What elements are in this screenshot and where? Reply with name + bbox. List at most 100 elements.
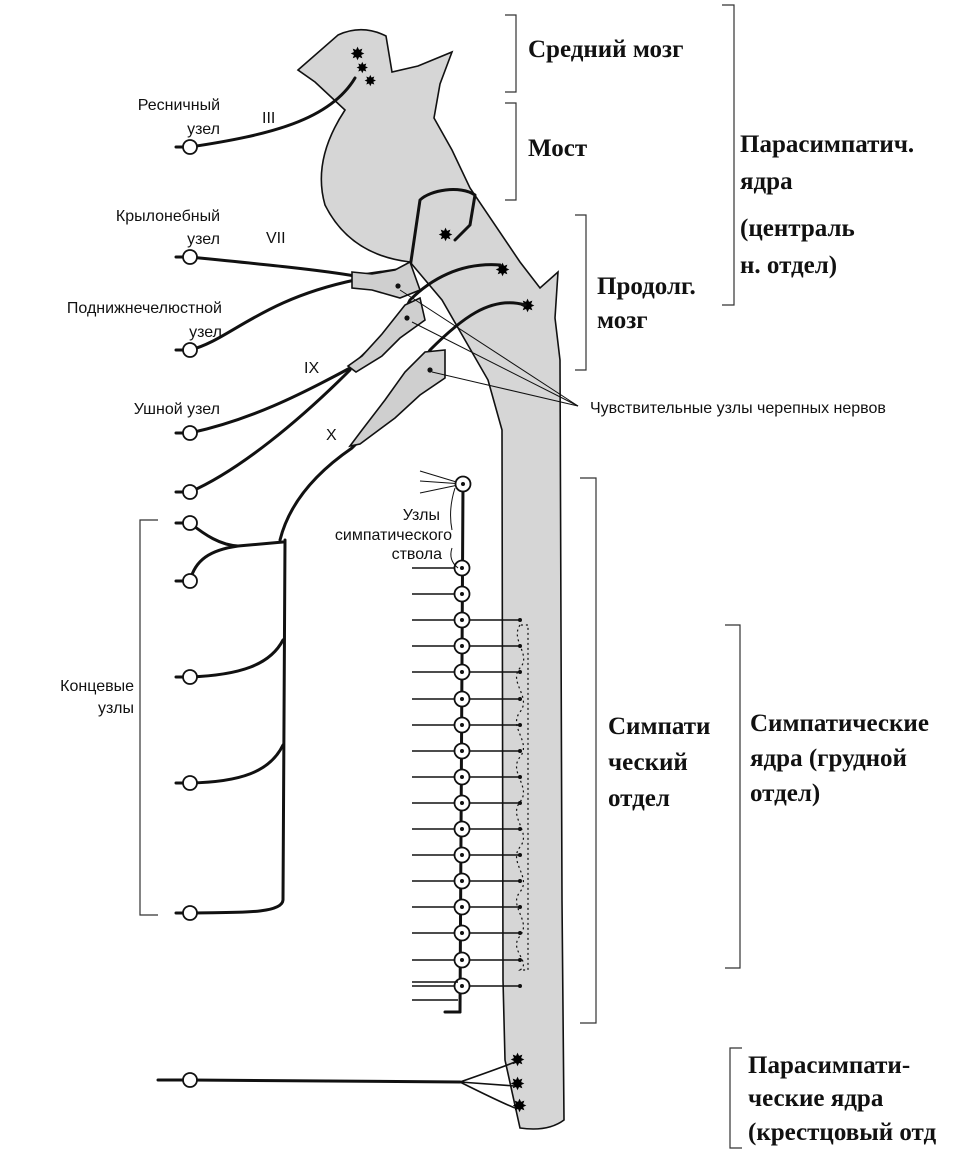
trunk-ganglion-dot (460, 958, 464, 962)
sacral-terminal-ganglion (158, 1073, 197, 1087)
bracket-parasym-central (722, 5, 734, 305)
nucleus-medulla-3: ✸ (520, 296, 535, 317)
peripheral-ganglia (158, 140, 197, 1087)
ganglion-IX-sensory (348, 298, 425, 372)
parasym-sacral-label-2: ческие ядра (748, 1085, 884, 1112)
spinal-nucleus-dot (518, 749, 522, 753)
trunk-ganglion-dot (460, 618, 464, 622)
ganglion-VII-sensory (352, 262, 420, 298)
sympathetic-division-label-2: ческий (608, 749, 688, 776)
ganglion-492 (176, 485, 197, 499)
sympathetic-division-label-1: Симпати (608, 713, 710, 740)
bracket-sym-nuclei (725, 625, 740, 968)
ganglion-IX-dot (404, 315, 409, 320)
region-labels: Средний мозг Мост Продолг. мозг Парасимп… (528, 36, 936, 1146)
sensory-ganglia-label: Чувствительные узлы черепных нервов (590, 400, 886, 417)
trunk-ganglion-dot (460, 592, 464, 596)
nucleus-sacral-1: ✸ (510, 1050, 525, 1071)
vagus-branch-3 (190, 640, 283, 677)
trunk-ganglion-dot (460, 775, 464, 779)
sym-nuclei-label-2: ядра (грудной (750, 745, 907, 772)
nucleus-medulla-2: ✸ (495, 260, 510, 281)
spinal-nucleus-dot (518, 879, 522, 883)
parasym-sacral-label-1: Парасимпати- (748, 1052, 910, 1079)
spinal-nucleus-dot (518, 984, 522, 988)
vagus-trunk (190, 540, 285, 913)
spinal-nucleus-dot (518, 853, 522, 857)
trunk-label-2: симпатического (335, 527, 452, 544)
sacral-nerve (190, 1080, 460, 1082)
pterygopalatine-label-2: узел (187, 231, 220, 248)
trunk-ganglion-dot (460, 566, 464, 570)
trunk-ganglion-top-dot (461, 482, 465, 486)
parasym-central-label-2: ядра (740, 168, 793, 195)
bracket-sacral (730, 1048, 742, 1148)
spinal-nucleus-dot (518, 723, 522, 727)
vagus-branch-4 (190, 745, 283, 783)
nucleus-medulla-1: ✸ (438, 225, 453, 246)
otic-ganglion (176, 426, 197, 440)
trunk-ganglion-dot (460, 644, 464, 648)
spinal-nucleus-dot (518, 670, 522, 674)
terminal-ganglion-5 (176, 906, 197, 920)
nerve-X-label: X (326, 427, 337, 444)
bracket-terminal (140, 520, 158, 915)
trunk-label-1: Узлы (403, 507, 440, 524)
trunk-ganglion-dot (460, 879, 464, 883)
trunk-ganglion-dot (460, 749, 464, 753)
trunk-ganglion-dot (460, 827, 464, 831)
bracket-medulla (575, 215, 586, 370)
bracket-sympathetic (580, 478, 596, 1023)
medulla-label-1: Продолг. (597, 273, 696, 300)
medulla-label-2: мозг (597, 307, 648, 334)
submandibular-label-2: узел (189, 324, 222, 341)
nucleus-midbrain-3: ✸ (364, 72, 377, 90)
parasym-central-label-1: Парасимпатич. (740, 131, 914, 158)
trunk-ganglion-dot (460, 723, 464, 727)
trunk-ganglion-dot (460, 905, 464, 909)
ganglion-VII-dot (395, 283, 400, 288)
terminal-ganglion-3 (176, 670, 197, 684)
parasym-sacral-label-3: (крестцовый отд (748, 1119, 936, 1146)
sympathetic-division-label-3: отдел (608, 785, 670, 812)
bracket-pons (505, 103, 516, 200)
vagus-branch-2 (190, 546, 238, 581)
bracket-midbrain (505, 15, 516, 92)
spinal-nucleus-dot (518, 697, 522, 701)
nerve-III-label: III (262, 110, 275, 127)
terminal-ganglion-4 (176, 776, 197, 790)
trunk-ganglion-dot (460, 853, 464, 857)
terminal-ganglion-2 (176, 574, 197, 588)
sym-nuclei-label-1: Симпатические (750, 710, 929, 737)
trunk-ganglion-dot (460, 801, 464, 805)
vagus-branch-1 (190, 523, 283, 546)
pterygopalatine-ganglion (176, 250, 197, 264)
pons-label: Мост (528, 135, 587, 162)
midbrain-label: Средний мозг (528, 36, 683, 63)
ciliary-ganglion (176, 140, 197, 154)
trunk-ganglion-dot (460, 697, 464, 701)
terminal-ganglion-1 (176, 516, 197, 530)
trunk-ganglion-dot (460, 931, 464, 935)
terminal-label-1: Концевые (60, 678, 134, 695)
nucleus-sacral-3: ✸ (512, 1096, 527, 1117)
ciliary-label-2: узел (187, 121, 220, 138)
ganglion-X-dot (427, 367, 432, 372)
terminal-label-2: узлы (98, 700, 134, 717)
trunk-label-3: ствола (392, 546, 443, 563)
submandibular-label-1: Поднижнечелюстной (67, 300, 222, 317)
sym-nuclei-label-3: отдел) (750, 780, 820, 807)
trunk-ganglion-dot (460, 670, 464, 674)
sacral-branch-1 (460, 1062, 515, 1082)
nerve-IX-label: IX (304, 360, 319, 377)
trunk-ganglion-dot (460, 984, 464, 988)
submandibular-ganglion (176, 343, 197, 357)
nerve-VII-label: VII (266, 230, 286, 247)
nucleus-sacral-2: ✸ (510, 1074, 525, 1095)
spinal-nucleus-dot (518, 618, 522, 622)
spinal-nucleus-dot (518, 905, 522, 909)
pterygopalatine-label-1: Крылонебный (116, 208, 220, 225)
otic-label: Ушной узел (134, 401, 220, 418)
spinal-nucleus-dot (518, 958, 522, 962)
